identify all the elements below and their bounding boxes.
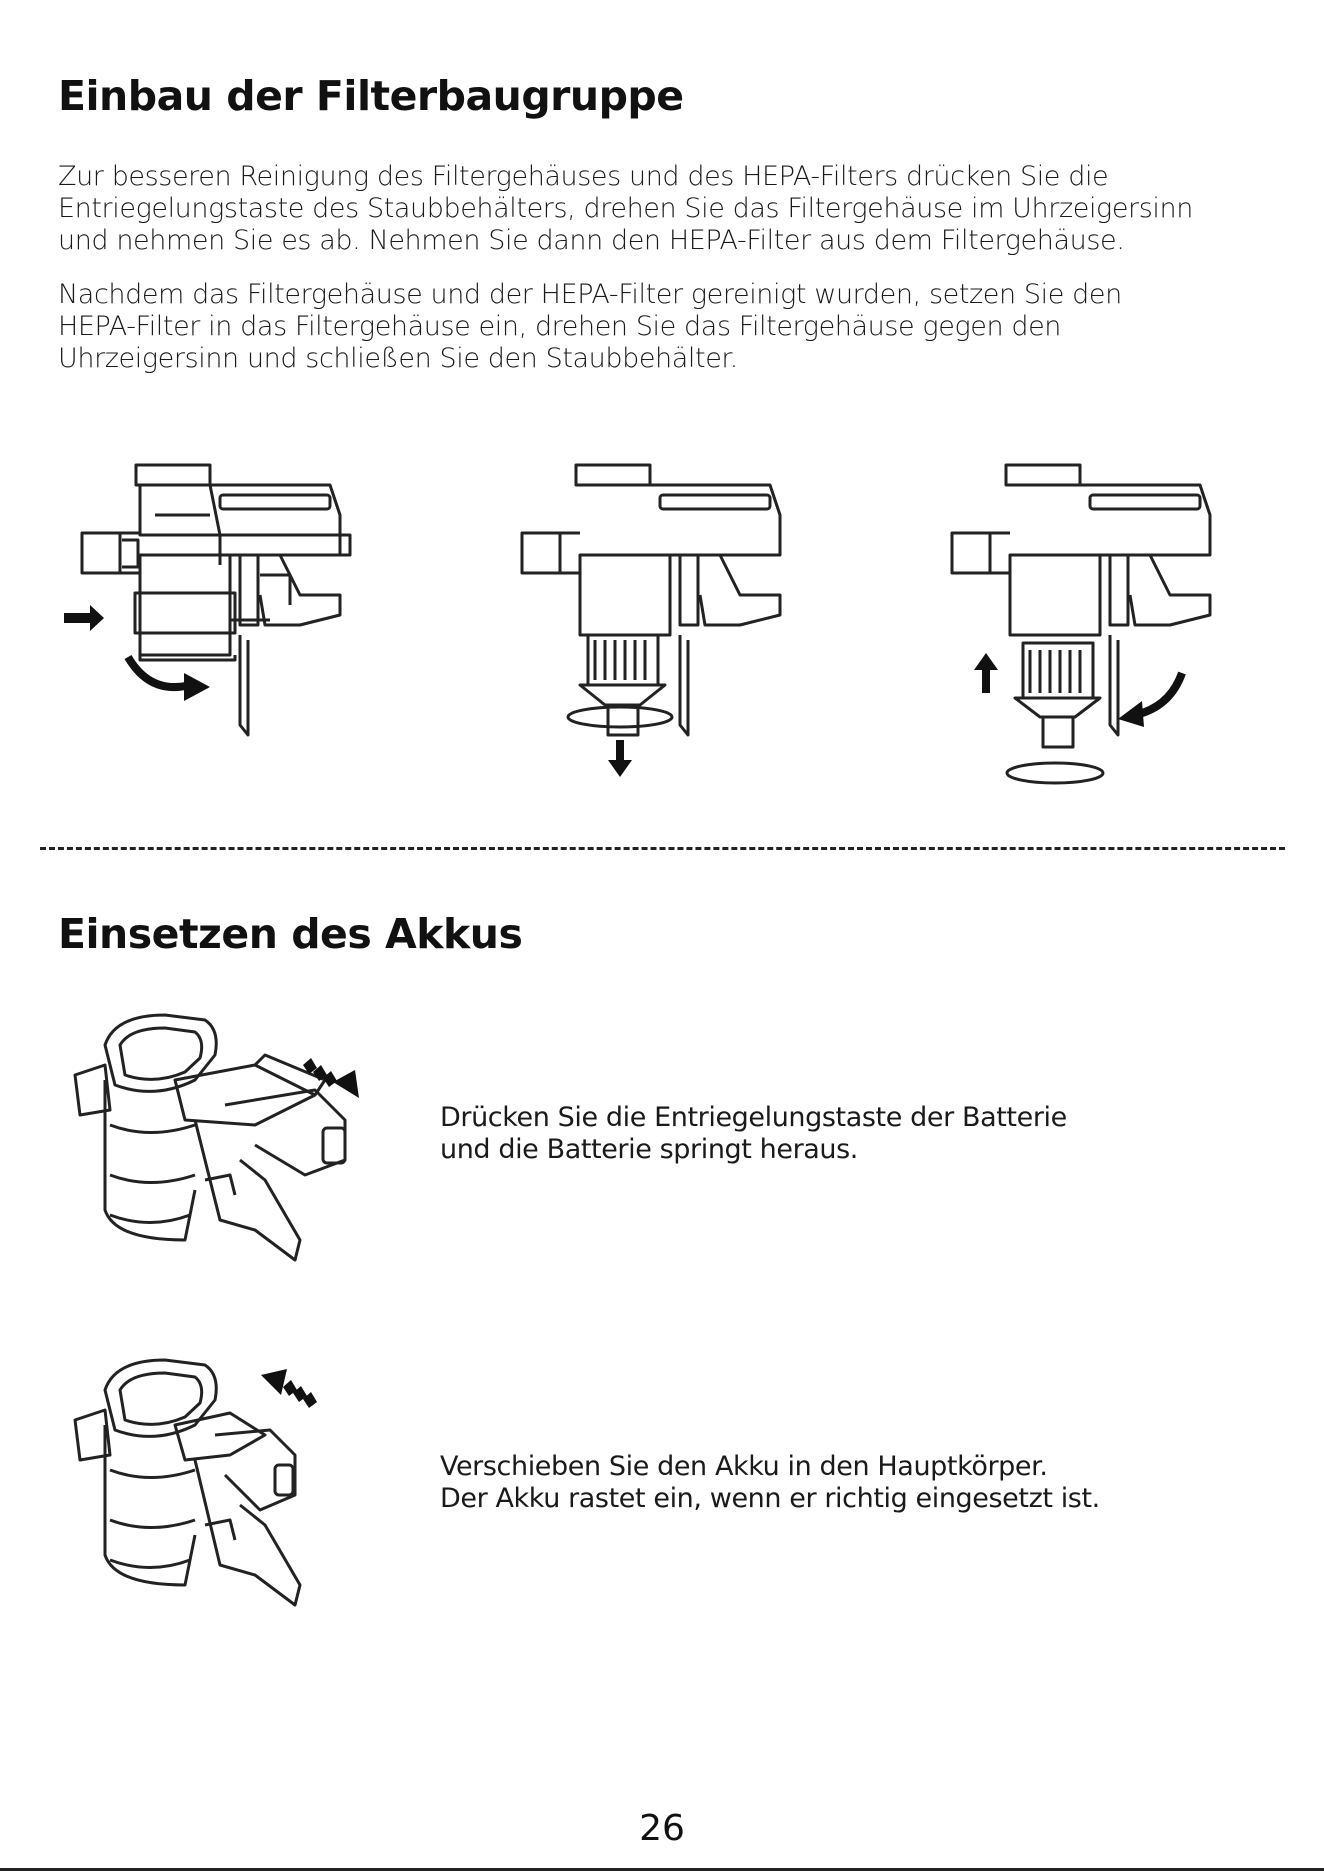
text-line: Uhrzeigersinn und schließen Sie den Stau… xyxy=(58,343,738,374)
text-line: Verschieben Sie den Akku in den Hauptkör… xyxy=(440,1451,1048,1482)
section-title-filter-assembly: Einbau der Filterbaugruppe xyxy=(58,72,684,120)
text-line: Drücken Sie die Entriegelungstaste der B… xyxy=(440,1102,1067,1133)
vacuum-illustration-insert-filter xyxy=(950,463,1212,785)
filter-instructions-paragraph-2: Nachdem das Filtergehäuse und der HEPA-F… xyxy=(58,279,1288,375)
text-line: und nehmen Sie es ab. Nehmen Sie dann de… xyxy=(58,225,1125,256)
battery-insert-caption: Verschieben Sie den Akku in den Hauptkör… xyxy=(440,1451,1100,1515)
vacuum-illustration-battery-insert xyxy=(73,1358,317,1607)
section-title-insert-battery: Einsetzen des Akkus xyxy=(58,910,523,958)
filter-instructions-paragraph-1: Zur besseren Reinigung des Filtergehäuse… xyxy=(58,161,1288,257)
text-line: und die Batterie springt heraus. xyxy=(440,1134,858,1165)
text-line: Zur besseren Reinigung des Filtergehäuse… xyxy=(58,161,1109,192)
vacuum-illustration-battery-release xyxy=(73,1013,359,1262)
section-divider xyxy=(40,847,1285,850)
page-number: 26 xyxy=(639,1808,685,1849)
battery-release-caption: Drücken Sie die Entriegelungstaste der B… xyxy=(440,1102,1067,1166)
text-line: HEPA-Filter in das Filtergehäuse ein, dr… xyxy=(58,311,1062,342)
vacuum-illustration-release-container xyxy=(64,463,352,737)
text-line: Entriegelungstaste des Staubbehälters, d… xyxy=(58,193,1193,224)
text-line: Der Akku rastet ein, wenn er richtig ein… xyxy=(440,1483,1100,1514)
vacuum-illustration-remove-filter xyxy=(520,463,782,777)
bottom-rule xyxy=(0,1868,1324,1871)
text-line: Nachdem das Filtergehäuse und der HEPA-F… xyxy=(58,279,1122,310)
